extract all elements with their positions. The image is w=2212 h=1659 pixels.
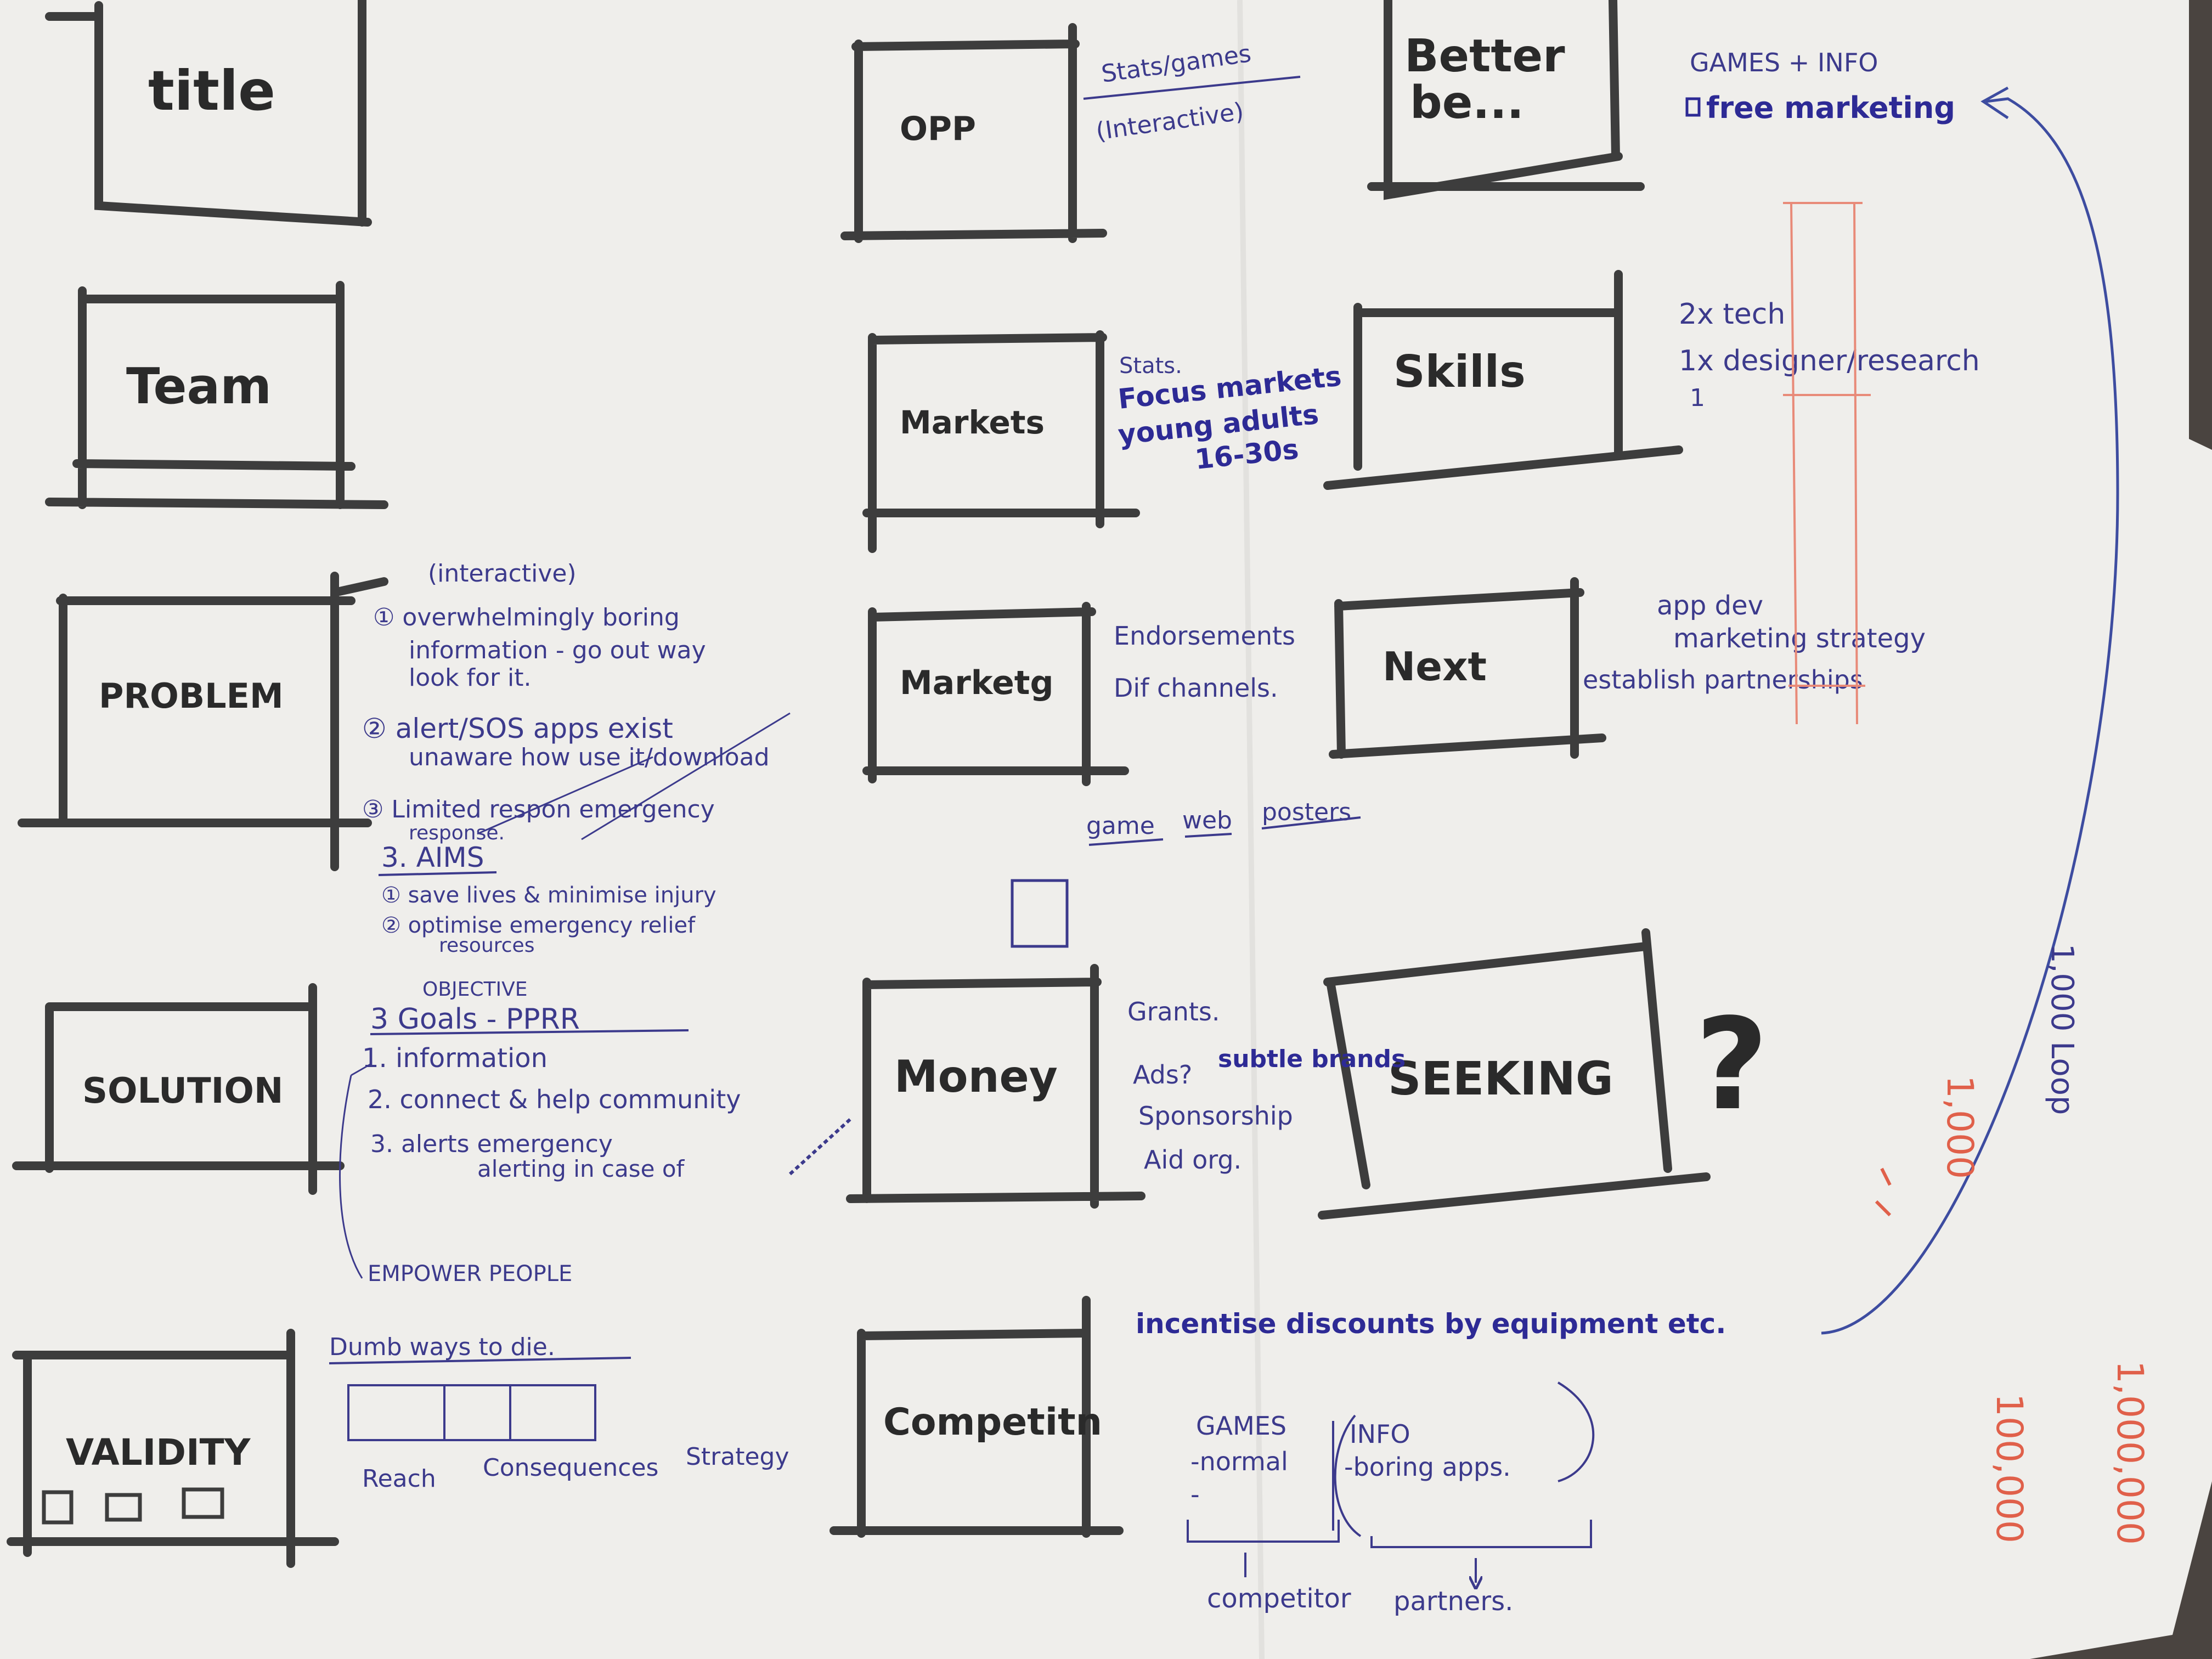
slide-competition-label: Competitn	[883, 1401, 1102, 1444]
problem-item3-line2: response.	[409, 822, 505, 844]
solution-item-3: 3. alerts emergency	[370, 1130, 613, 1158]
validity-col-consequences: Consequences	[483, 1454, 658, 1482]
problem-item2-line2: unaware how use it/download	[409, 743, 770, 771]
slide-validity-label: VALIDITY	[66, 1431, 251, 1474]
comp-info-boring: -boring apps.	[1344, 1452, 1511, 1482]
blue-vertical-note: 1,000 Loop	[2044, 944, 2080, 1115]
incentive-note: incentise discounts by equipment etc.	[1136, 1308, 1726, 1340]
skills-note-designer: 1x designer/research	[1679, 345, 1980, 377]
slide-title-label: title	[148, 59, 275, 123]
slide-marketing-label: Marketg	[900, 664, 1053, 702]
solution-empower: EMPOWER PEOPLE	[368, 1261, 572, 1286]
comp-games-normal: -normal	[1190, 1447, 1288, 1476]
validity-col-strategy: Strategy	[686, 1443, 789, 1471]
next-note-appdev: app dev	[1657, 590, 1763, 621]
slide-markets-label: Markets	[900, 404, 1045, 441]
money-note-aid: Aid org.	[1144, 1145, 1242, 1175]
slide-next-label: Next	[1383, 644, 1487, 690]
channel-web: web	[1182, 806, 1232, 834]
channel-game: game	[1086, 812, 1155, 840]
slide-solution-label: SOLUTION	[82, 1071, 283, 1111]
problem-item1-line1: ① overwhelmingly boring	[373, 603, 680, 631]
better-note-free: free marketing	[1706, 91, 1955, 125]
slide-skills-label: Skills	[1393, 346, 1526, 397]
next-note-partnerships: establish partnerships	[1583, 665, 1863, 695]
problem-item1-line2: information - go out way	[409, 636, 706, 664]
problem-interactive: (interactive)	[428, 560, 577, 588]
marketing-note-1: Endorsements	[1114, 621, 1295, 651]
slide-problem-label: PROBLEM	[99, 676, 284, 716]
solution-item-3b: alerting in case of	[477, 1155, 685, 1182]
red-number-1k: 1,000	[1939, 1075, 1981, 1179]
slide-team-label: Team	[126, 358, 272, 415]
money-note-ads: Ads?	[1133, 1060, 1192, 1090]
red-number-1m: 1,000,000	[2109, 1361, 2151, 1545]
channel-posters: posters	[1262, 798, 1351, 826]
problem-item2-line1: ② alert/SOS apps exist	[362, 713, 673, 744]
skills-note-one: 1	[1690, 384, 1705, 412]
question-mark: ?	[1695, 992, 1768, 1138]
money-note-grants: Grants.	[1127, 997, 1220, 1026]
solution-heading: 3 Goals - PPRR	[370, 1003, 580, 1036]
aims-title: 3. AIMS	[381, 842, 484, 873]
problem-item1-line3: look for it.	[409, 664, 531, 692]
skills-note-tech: 2x tech	[1679, 298, 1785, 331]
aims-item-2: ② optimise emergency relief	[381, 913, 696, 938]
slide-money-label: Money	[894, 1051, 1058, 1102]
comp-games-dash: -	[1190, 1480, 1200, 1509]
slide-better-label-2: be...	[1410, 77, 1524, 129]
better-note-games: GAMES + INFO	[1690, 48, 1878, 77]
aims-item-1: ① save lives & minimise injury	[381, 883, 716, 908]
validity-col-reach: Reach	[362, 1465, 436, 1493]
comp-label-partners: partners.	[1393, 1586, 1513, 1617]
solution-objective: OBJECTIVE	[422, 978, 528, 1001]
validity-title: Dumb ways to die.	[329, 1333, 555, 1361]
markets-note-stats: Stats.	[1119, 353, 1182, 379]
next-note-marketing: marketing strategy	[1673, 623, 1926, 654]
comp-info-title: INFO	[1350, 1419, 1410, 1449]
slide-opp-label: OPP	[900, 110, 976, 148]
solution-item-1: 1. information	[362, 1043, 548, 1074]
marketing-note-2: Dif channels.	[1114, 673, 1278, 703]
money-note-subtle: subtle brands	[1218, 1045, 1406, 1073]
money-note-sponsorship: Sponsorship	[1138, 1101, 1293, 1131]
slide-better-label: Better	[1404, 30, 1565, 82]
slide-seeking-label: SEEKING	[1388, 1052, 1613, 1105]
aims-item-2b: resources	[439, 934, 534, 957]
solution-item-2: 2. connect & help community	[368, 1085, 741, 1114]
comp-label-competitor: competitor	[1207, 1583, 1351, 1614]
comp-games-title: GAMES	[1196, 1411, 1286, 1441]
red-number-100k: 100,000	[1988, 1393, 2030, 1543]
problem-item3-line1: ③ Limited respon emergency	[362, 795, 715, 823]
